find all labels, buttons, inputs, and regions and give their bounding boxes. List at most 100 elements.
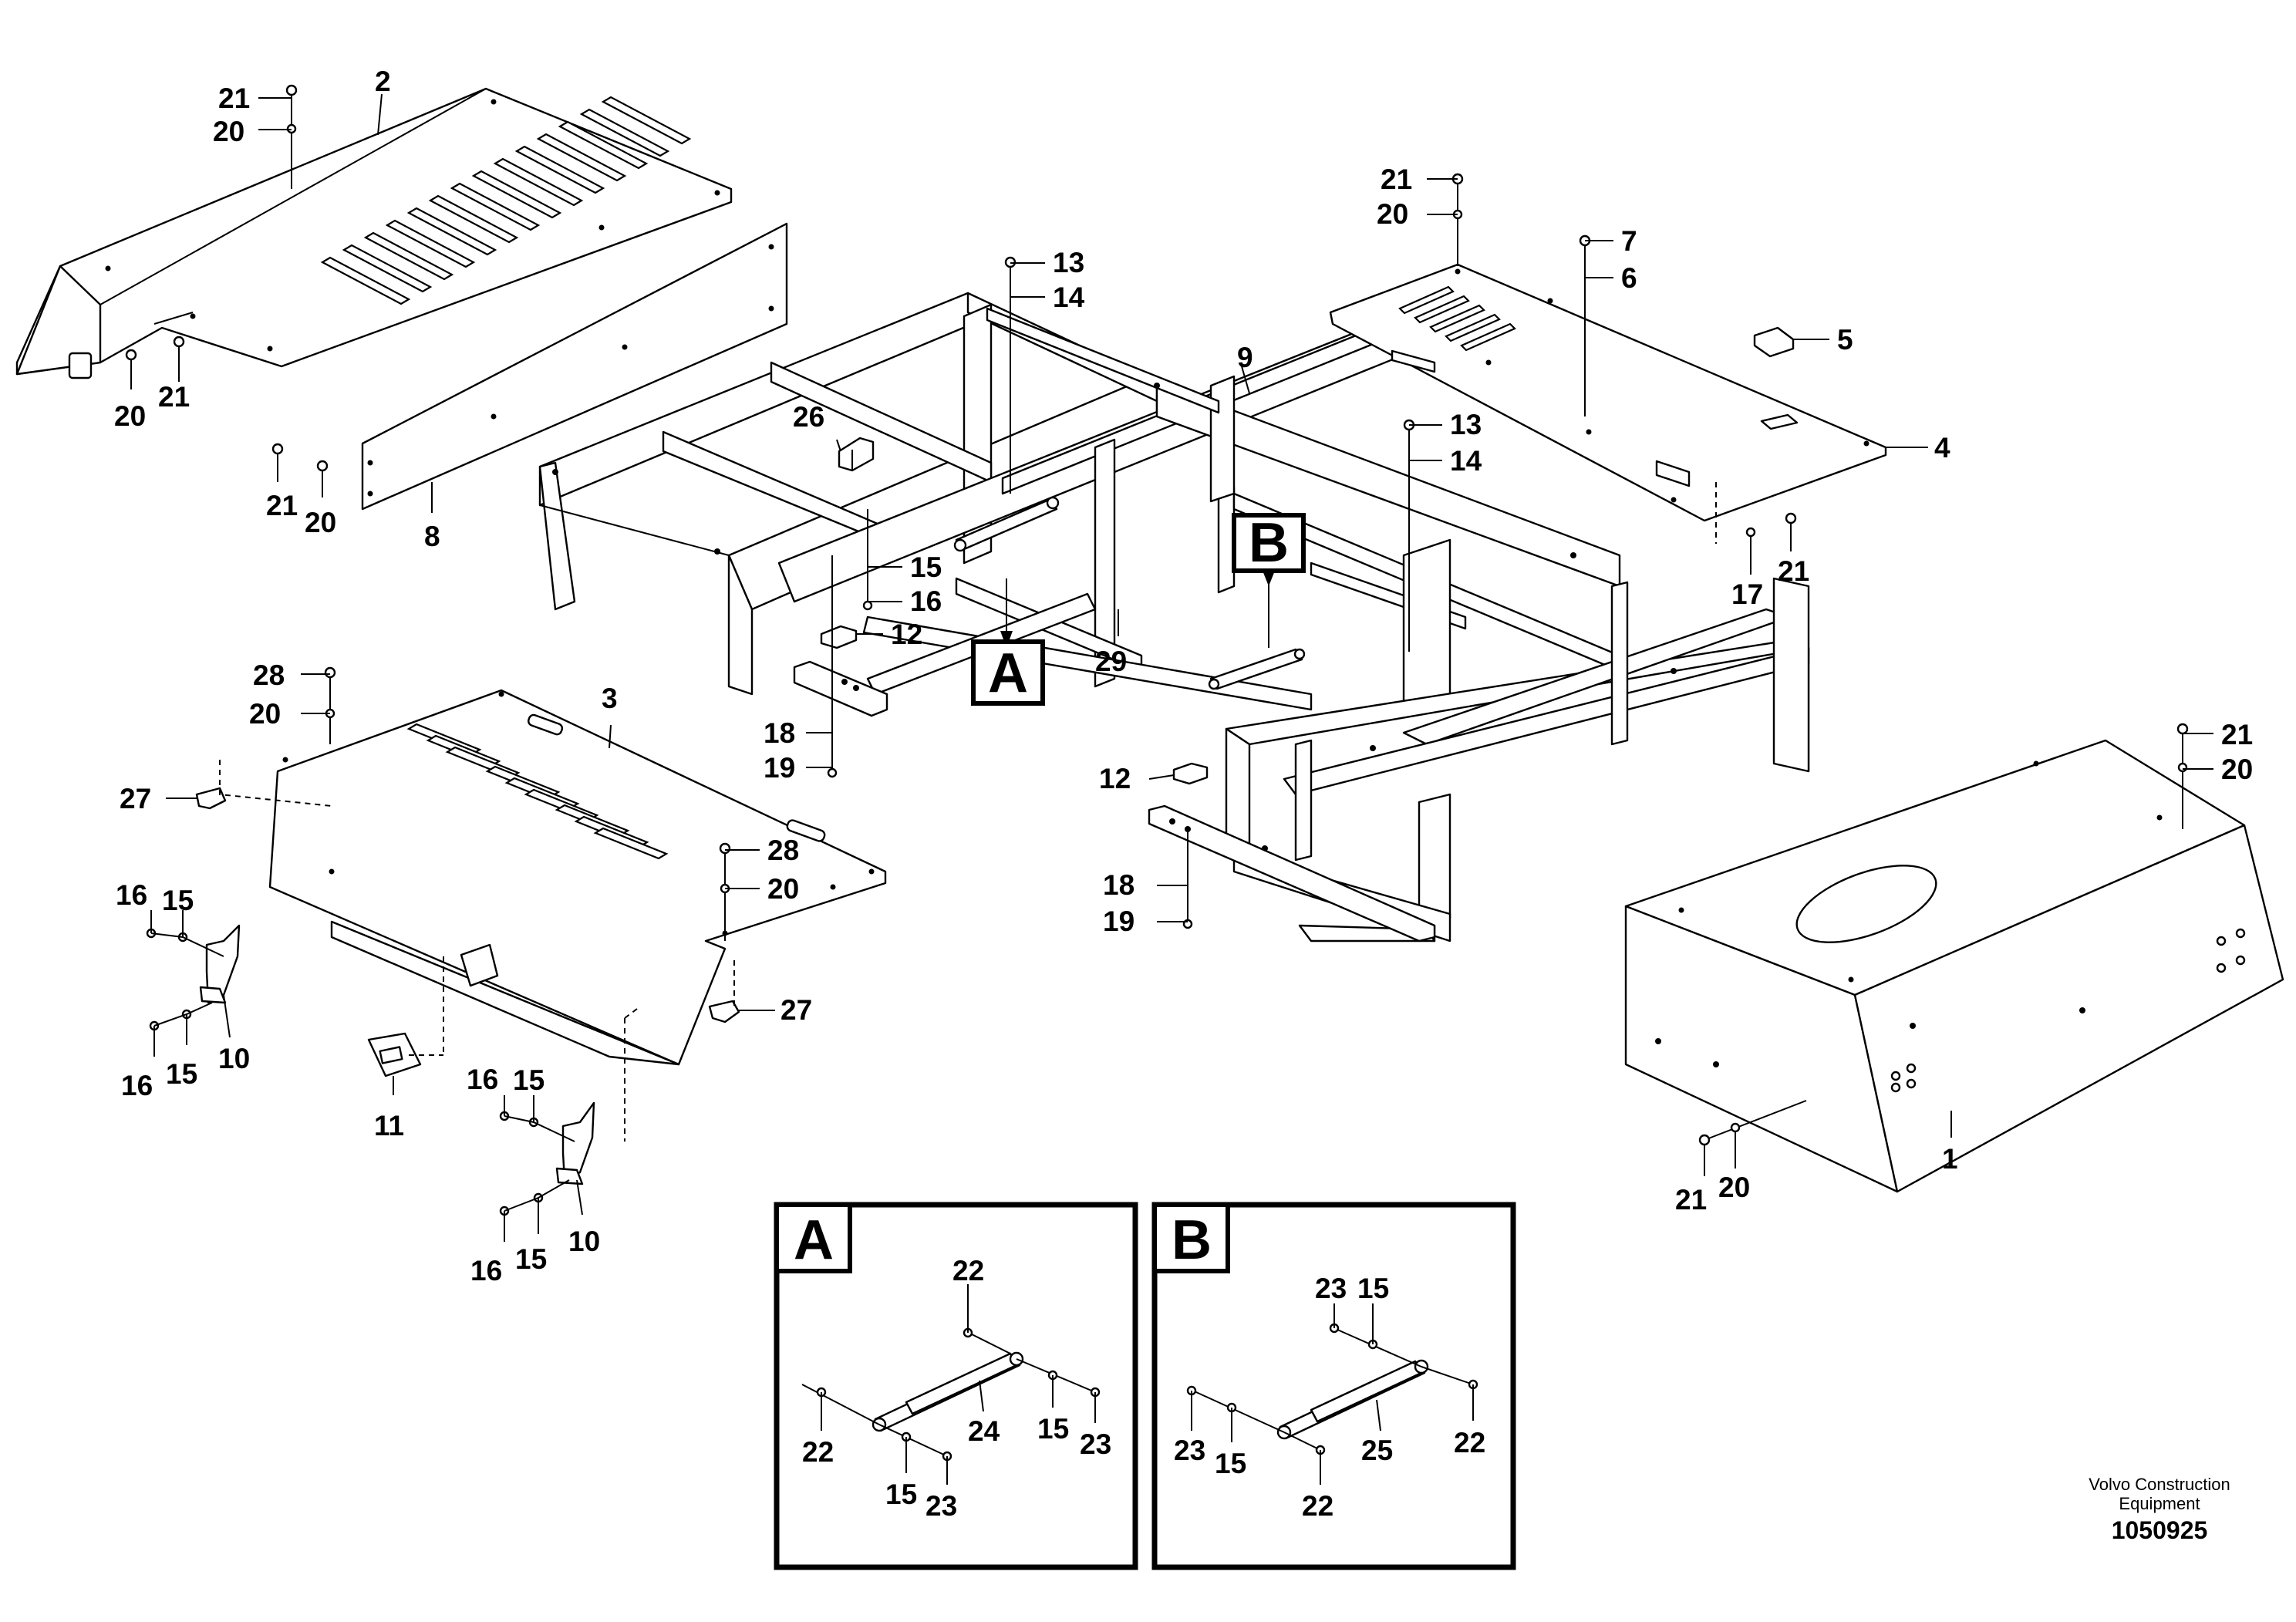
cover-3-vent-slots (406, 723, 669, 860)
pad-12-lower (1172, 762, 1209, 785)
side-plate-8 (361, 222, 788, 511)
callout-26: 26 (793, 401, 824, 433)
company-line-1: Volvo Construction (2089, 1475, 2230, 1494)
callout-14: 14 (1053, 282, 1085, 313)
callout-21: 21 (2221, 719, 2253, 750)
detail-tag-b: B (1249, 512, 1289, 574)
detail-tag-a-callout: A (971, 631, 1045, 706)
callout-25: 25 (1361, 1435, 1393, 1466)
callout-6: 6 (1621, 262, 1637, 294)
callout-8: 8 (424, 521, 440, 552)
detail-box-a-tag: A (794, 1209, 834, 1271)
cover-2-vent-slots (320, 96, 692, 305)
callout-11: 11 (374, 1110, 404, 1141)
callout-16: 16 (910, 585, 942, 617)
top-cover-3 (268, 689, 887, 1066)
callout-5: 5 (1837, 324, 1853, 356)
detail-box-b-tag: B (1172, 1209, 1212, 1271)
callout-13: 13 (1450, 409, 1482, 440)
callout-19: 19 (764, 752, 795, 784)
detail-tag-b-callout: B (1232, 512, 1306, 586)
callout-22: 22 (952, 1255, 984, 1286)
callout-4: 4 (1934, 432, 1950, 464)
callout-15: 15 (513, 1064, 544, 1096)
callout-17: 17 (1731, 578, 1763, 610)
callout-15: 15 (910, 551, 942, 583)
callout-20: 20 (114, 400, 146, 432)
callout-16: 16 (121, 1070, 153, 1101)
callout-21: 21 (1381, 164, 1412, 195)
callout-27: 27 (120, 783, 151, 814)
callout-27: 27 (781, 994, 812, 1026)
gas-strut-25 (1276, 1359, 1429, 1440)
callout-18: 18 (764, 717, 795, 749)
fasteners (125, 84, 2189, 1216)
callout-20: 20 (249, 698, 281, 730)
callout-16: 16 (116, 879, 147, 911)
callout-20: 20 (2221, 754, 2253, 785)
box-cover-1 (1624, 739, 2284, 1193)
callout-15: 15 (515, 1243, 547, 1275)
callout-10: 10 (568, 1226, 600, 1257)
callout-21: 21 (218, 83, 250, 114)
callout-15: 15 (1037, 1413, 1069, 1445)
callout-20: 20 (1377, 198, 1408, 230)
cover-4-vent-slots (1398, 285, 1516, 352)
callout-23: 23 (1315, 1273, 1347, 1304)
callout-12: 12 (1099, 763, 1131, 794)
callout-20: 20 (767, 873, 799, 905)
detail-box-b: B 23 15 23 15 25 22 22 (1151, 1202, 1516, 1570)
callout-13: 13 (1053, 247, 1084, 278)
callout-3: 3 (602, 683, 618, 714)
callout-28: 28 (767, 835, 799, 866)
document-number: 1050925 (2112, 1516, 2208, 1544)
hook-27-lower (708, 1000, 740, 1023)
callout-18: 18 (1103, 869, 1135, 901)
callout-10: 10 (218, 1043, 250, 1074)
callout-15: 15 (1215, 1448, 1246, 1479)
callout-19: 19 (1103, 905, 1135, 937)
top-cover-4 (1329, 263, 1887, 522)
hook-27-upper (195, 787, 227, 810)
assembly-dashed-lines (219, 482, 1717, 1141)
callout-23: 23 (925, 1490, 957, 1522)
latch-10-right (555, 1101, 595, 1185)
callout-1: 1 (1942, 1143, 1958, 1175)
detail-box-a: A 22 22 24 15 23 15 23 (774, 1202, 1138, 1570)
latch-10-left (199, 924, 241, 1004)
callout-14: 14 (1450, 445, 1482, 477)
callout-2: 2 (375, 66, 391, 97)
callout-22: 22 (802, 1436, 834, 1468)
company-line-2: Equipment (2119, 1494, 2200, 1513)
callout-22: 22 (1454, 1427, 1485, 1458)
callout-20: 20 (213, 116, 244, 147)
callout-7: 7 (1621, 225, 1637, 257)
callout-29: 29 (1095, 646, 1127, 677)
callout-12: 12 (891, 619, 922, 650)
mount-plate-11 (367, 1032, 422, 1077)
callout-labels: 21 20 2 20 21 21 20 8 13 14 26 15 16 12 … (114, 66, 2253, 1286)
callout-15: 15 (162, 885, 194, 916)
callout-23: 23 (1174, 1435, 1205, 1466)
callout-15: 15 (166, 1058, 197, 1090)
callout-20: 20 (1718, 1172, 1750, 1203)
callout-23: 23 (1080, 1428, 1111, 1460)
gas-strut-24 (872, 1351, 1024, 1432)
callout-21: 21 (1778, 555, 1809, 587)
callout-20: 20 (305, 507, 336, 538)
callout-21: 21 (266, 490, 298, 521)
callout-24: 24 (968, 1415, 1000, 1447)
rubber-stop-26 (838, 437, 875, 472)
callout-21: 21 (158, 381, 190, 413)
bracket-18-left (793, 660, 888, 717)
callout-22: 22 (1302, 1490, 1333, 1522)
callout-16: 16 (467, 1064, 498, 1095)
callout-28: 28 (253, 659, 285, 691)
callout-21: 21 (1675, 1184, 1707, 1216)
bracket-18-right (1148, 804, 1436, 943)
callout-15: 15 (1357, 1273, 1389, 1304)
callout-16: 16 (470, 1255, 502, 1286)
pad-12-upper (820, 625, 858, 649)
footer: Volvo Construction Equipment 1050925 (2089, 1475, 2230, 1544)
